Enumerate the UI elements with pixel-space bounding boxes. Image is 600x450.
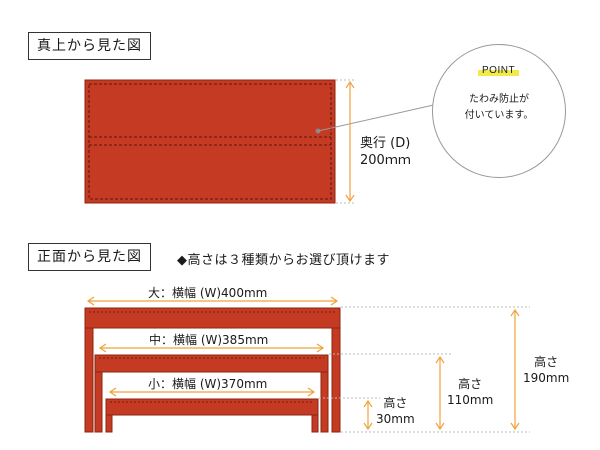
- point-tag: POINT: [478, 65, 520, 76]
- table-large-top: [84, 307, 341, 329]
- point-text-line-1: たわみ防止が: [469, 94, 529, 105]
- depth-arrow-head-bottom: [345, 194, 355, 203]
- table-medium-top: [94, 354, 329, 373]
- top-view-inner-outline: [88, 83, 332, 200]
- height-dimension-large: [510, 308, 520, 431]
- height-reference-lines: [319, 306, 530, 433]
- table-medium-leg-left: [94, 371, 103, 433]
- table-large-leg-right: [331, 327, 341, 433]
- depth-dimension: [336, 79, 356, 204]
- top-view-title: 真上から見た図: [28, 32, 151, 60]
- table-small-leg-right: [311, 414, 319, 433]
- width-label-medium: 中：横幅 (W)385mm: [149, 333, 269, 347]
- point-text: たわみ防止が 付いています。: [446, 92, 552, 124]
- front-view-title: 正面から見た図: [28, 243, 151, 271]
- point-callout: [432, 44, 566, 178]
- width-label-large: 大：横幅 (W)400mm: [148, 286, 268, 300]
- point-text-line-2: 付いています。: [464, 110, 534, 121]
- height-label-small: 高さ 30mm: [376, 396, 415, 426]
- point-leader-line: [317, 103, 439, 132]
- depth-dimension-label: 奥行 (D) 200ｍｍ: [360, 135, 411, 169]
- height-options-note: ◆高さは３種類からお選び頂けます: [177, 253, 390, 268]
- table-small-top: [105, 398, 319, 416]
- height-dimension-medium: [435, 355, 445, 431]
- table-medium: [94, 354, 329, 433]
- width-dimension-medium: [98, 343, 325, 353]
- depth-label: 奥行 (D): [360, 136, 411, 151]
- depth-value: 200ｍｍ: [360, 153, 411, 168]
- width-dimension-small: [108, 387, 316, 397]
- width-dimension-large: [86, 296, 339, 306]
- table-large-leg-left: [84, 327, 94, 433]
- top-view-tabletop: [84, 79, 336, 204]
- table-large: [84, 307, 341, 433]
- table-small: [105, 398, 319, 433]
- width-label-small: 小：横幅 (W)370mm: [148, 377, 268, 391]
- table-small-leg-left: [105, 414, 113, 433]
- height-dimension-small: [363, 399, 373, 431]
- table-medium-leg-right: [320, 371, 329, 433]
- height-label-large: 高さ 190mm: [523, 355, 570, 385]
- depth-arrow-head-top: [345, 80, 355, 89]
- height-label-medium: 高さ 110mm: [447, 377, 494, 407]
- top-view-table: [84, 79, 439, 204]
